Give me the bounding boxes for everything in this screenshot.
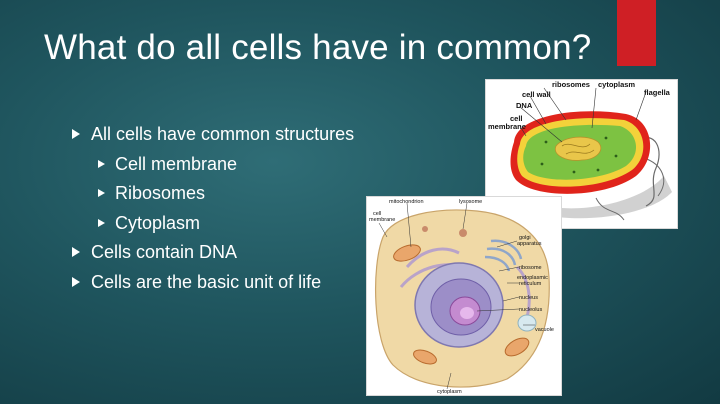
label-cytoplasm: cytoplasm — [598, 80, 635, 89]
label-membrane: membrane — [488, 122, 526, 131]
slide-title: What do all cells have in common? — [44, 28, 592, 67]
label-nucleus: nucleus — [519, 295, 538, 301]
accent-bar — [617, 0, 656, 66]
animal-cell-illustration: mitochondrion lysosome cell membrane gol… — [369, 199, 554, 395]
label-ribosome: ribosome — [519, 265, 542, 271]
label-dna: DNA — [516, 101, 533, 110]
label-ribosomes: ribosomes — [552, 80, 590, 89]
bullet-text: Cells contain DNA — [91, 242, 238, 262]
bullet-arrow-icon — [72, 129, 80, 139]
label-nucleolus: nucleolus — [519, 307, 542, 313]
label-vacuole: vacuole — [535, 327, 554, 333]
bacteria-cell-image: ribosomes cytoplasm flagella cell wall D… — [485, 79, 678, 229]
bullet-arrow-icon — [98, 189, 105, 197]
bullet-text: Cell membrane — [115, 153, 238, 174]
bullet-item: Cells are the basic unit of life — [72, 272, 321, 302]
bullet-item: All cells have common structures — [72, 124, 354, 154]
label-cell-membrane: cell — [373, 211, 381, 217]
label-golgi: golgi — [519, 235, 531, 241]
bullet-item: Cells contain DNA — [72, 242, 237, 272]
label-er: endoplasmic — [517, 275, 548, 281]
label-cytoplasm: cytoplasm — [437, 389, 462, 395]
bullet-text: Cytoplasm — [115, 212, 201, 233]
bullet-arrow-icon — [98, 218, 105, 227]
label-mitochondrion: mitochondrion — [389, 199, 424, 205]
bullet-text: Ribosomes — [115, 183, 206, 203]
bullet-text: All cells have common structures — [91, 124, 355, 144]
label-flagella: flagella — [644, 88, 671, 97]
animal-cell-image: mitochondrion lysosome cell membrane gol… — [366, 196, 562, 396]
bullet-arrow-icon — [98, 159, 105, 168]
bullet-text: Cells are the basic unit of life — [91, 271, 322, 292]
bullet-list: All cells have common structures Cell me… — [72, 124, 354, 302]
bullet-arrow-icon — [72, 276, 80, 287]
label-cell-wall: cell wall — [522, 90, 551, 99]
label-er: reticulum — [519, 281, 542, 287]
bacteria-cell-illustration: ribosomes cytoplasm flagella cell wall D… — [488, 80, 672, 221]
label-lysosome: lysosome — [459, 199, 482, 205]
bullet-arrow-icon — [72, 247, 80, 257]
label-golgi: apparatus — [517, 241, 542, 247]
label-cell: cell — [510, 114, 523, 123]
label-cell-membrane: membrane — [369, 217, 395, 223]
